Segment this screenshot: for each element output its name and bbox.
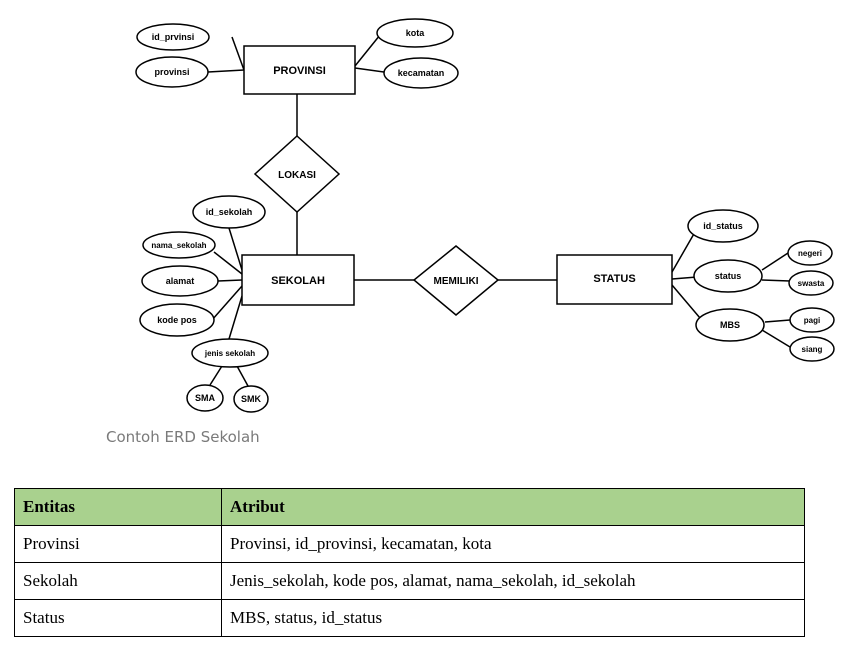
svg-text:siang: siang <box>802 345 823 354</box>
table-cell-entitas: Status <box>14 599 222 637</box>
svg-text:SMA: SMA <box>195 393 216 403</box>
svg-text:swasta: swasta <box>798 279 825 288</box>
attribute-swasta: swasta <box>788 270 834 296</box>
table-cell-entitas: Sekolah <box>14 562 222 600</box>
column-header-entitas: Entitas <box>14 488 222 526</box>
svg-text:MBS: MBS <box>720 320 740 330</box>
attribute-kecamatan: kecamatan <box>383 57 459 89</box>
attribute-mbs: MBS <box>695 308 765 342</box>
entity-status: STATUS <box>556 254 673 305</box>
attribute-siang: siang <box>789 336 835 362</box>
svg-text:pagi: pagi <box>804 316 820 325</box>
attribute-provinsi: provinsi <box>135 56 209 88</box>
relationship-memiliki-label: MEMILIKI <box>434 276 479 287</box>
svg-text:SMK: SMK <box>241 394 262 404</box>
svg-text:provinsi: provinsi <box>154 67 189 77</box>
connector-lines <box>207 34 791 387</box>
attribute-id-status: id_status <box>687 209 759 243</box>
attribute-kode-pos: kode pos <box>139 303 215 337</box>
attribute-nama-sekolah: nama_sekolah <box>142 231 216 259</box>
table-header-row: Entitas Atribut <box>14 488 805 526</box>
attribute-id-sekolah: id_sekolah <box>192 195 266 229</box>
table-row: Provinsi Provinsi, id_provinsi, kecamata… <box>14 525 805 563</box>
column-header-atribut: Atribut <box>221 488 805 526</box>
svg-text:kode pos: kode pos <box>157 315 197 325</box>
entity-attribute-table: Entitas Atribut Provinsi Provinsi, id_pr… <box>14 488 805 637</box>
attribute-sma: SMA <box>186 384 224 412</box>
attribute-smk: SMK <box>233 385 269 413</box>
svg-text:status: status <box>715 271 742 281</box>
entity-provinsi: PROVINSI <box>243 45 356 95</box>
svg-text:negeri: negeri <box>798 249 822 258</box>
entity-status-label: STATUS <box>593 273 635 285</box>
entity-provinsi-label: PROVINSI <box>273 65 326 77</box>
svg-text:kota: kota <box>406 28 426 38</box>
table-cell-atribut: Jenis_sekolah, kode pos, alamat, nama_se… <box>221 562 805 600</box>
svg-text:nama_sekolah: nama_sekolah <box>151 241 206 250</box>
relationship-lokasi-label: LOKASI <box>278 170 316 181</box>
svg-text:id_sekolah: id_sekolah <box>206 207 253 217</box>
table-row: Status MBS, status, id_status <box>14 599 805 637</box>
entity-sekolah-label: SEKOLAH <box>271 275 325 287</box>
relationship-lokasi: LOKASI <box>253 134 341 214</box>
svg-text:id_prvinsi: id_prvinsi <box>152 32 195 42</box>
svg-text:jenis sekolah: jenis sekolah <box>204 349 255 358</box>
svg-text:alamat: alamat <box>166 276 195 286</box>
table-cell-atribut: Provinsi, id_provinsi, kecamatan, kota <box>221 525 805 563</box>
attribute-status: status <box>693 259 763 293</box>
erd-diagram: PROVINSI SEKOLAH STATUS LOKASI MEMILIKI … <box>135 18 835 413</box>
attribute-jenis-sekolah: jenis sekolah <box>191 338 269 368</box>
svg-text:id_status: id_status <box>703 221 743 231</box>
table-row: Sekolah Jenis_sekolah, kode pos, alamat,… <box>14 562 805 600</box>
attribute-alamat: alamat <box>141 265 219 297</box>
figure-caption: Contoh ERD Sekolah <box>106 428 260 446</box>
attribute-kota: kota <box>376 18 454 48</box>
attribute-negeri: negeri <box>787 240 833 266</box>
svg-text:kecamatan: kecamatan <box>398 68 445 78</box>
attribute-pagi: pagi <box>789 307 835 333</box>
entity-sekolah: SEKOLAH <box>241 254 355 306</box>
table-cell-atribut: MBS, status, id_status <box>221 599 805 637</box>
relationship-memiliki: MEMILIKI <box>412 245 500 316</box>
table-cell-entitas: Provinsi <box>14 525 222 563</box>
attribute-id-prvinsi: id_prvinsi <box>136 23 210 51</box>
